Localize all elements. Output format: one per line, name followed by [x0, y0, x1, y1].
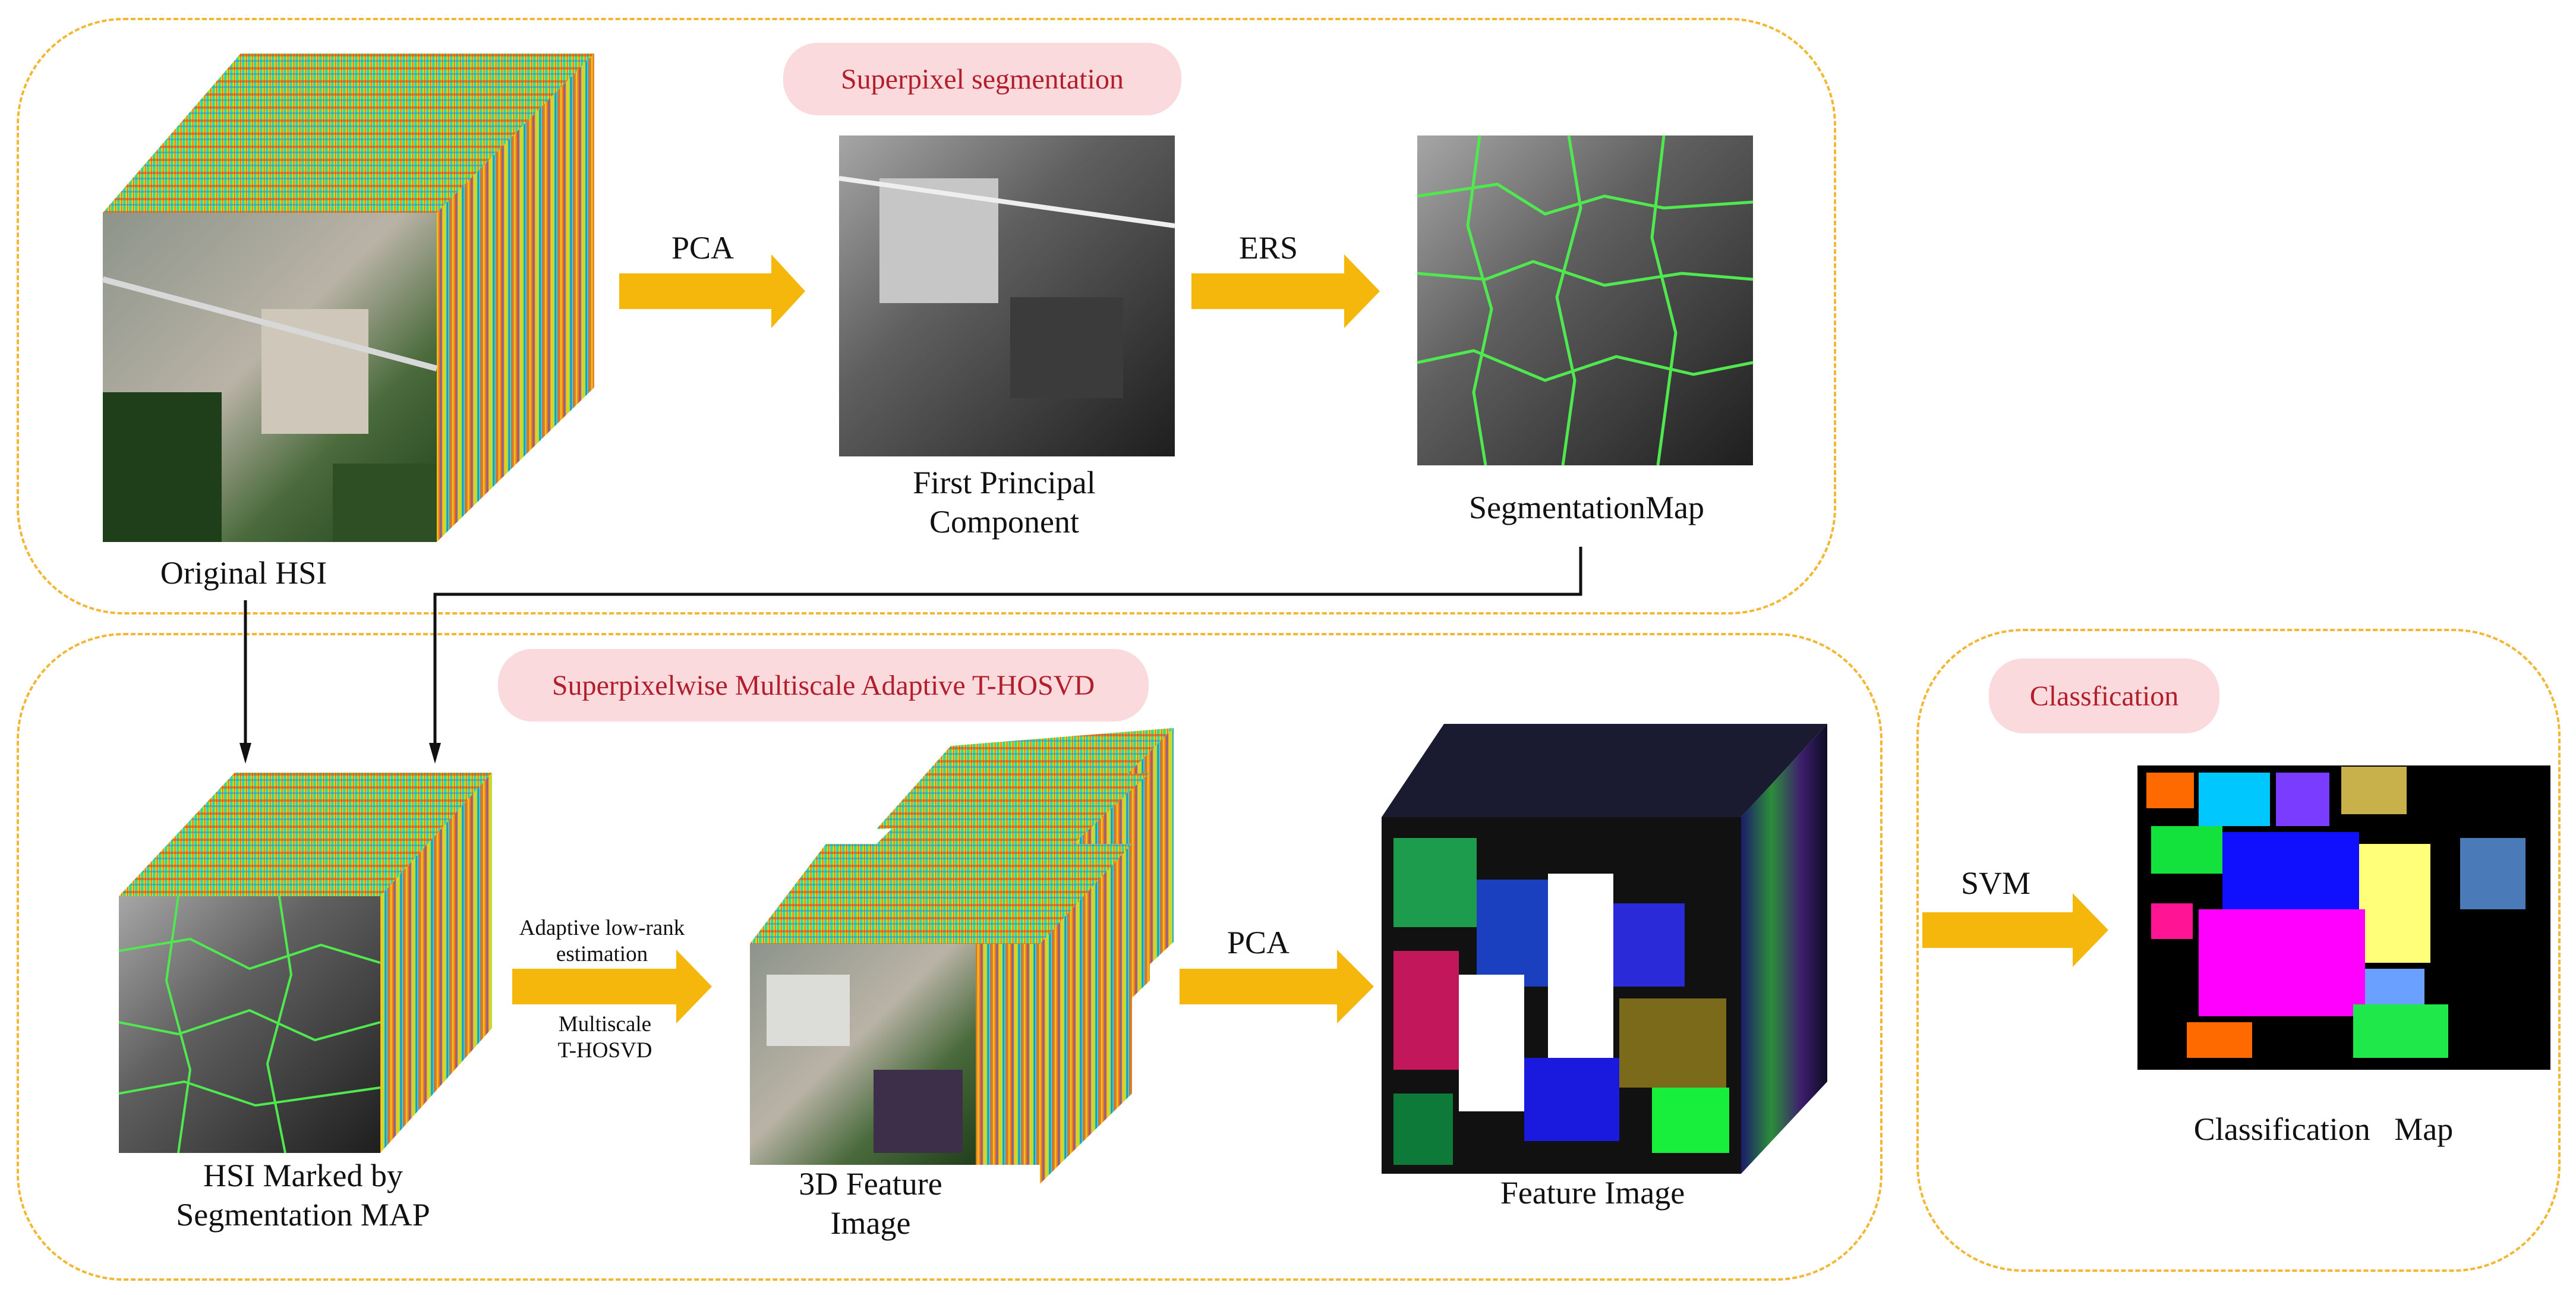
- panel-classification: [1916, 629, 2561, 1272]
- caption-3d-feature-image: 3D Feature Image: [746, 1165, 995, 1243]
- caption-first-principal-component: First Principal Component: [856, 464, 1153, 542]
- caption-3d-feature-line2: Image: [830, 1205, 911, 1241]
- classification-map-image: [2137, 765, 2550, 1070]
- label-adaptive-low-rank: Adaptive low-rank estimation: [498, 915, 706, 968]
- ers-arrow: [1191, 254, 1380, 328]
- hsi-marked-cube: [118, 773, 492, 1154]
- feature-image-cube: [1382, 724, 1827, 1174]
- label-multiscale-line2: T-HOSVD: [557, 1038, 652, 1063]
- first-principal-component-image: [838, 136, 1175, 456]
- label-ers: ERS: [1239, 230, 1298, 266]
- pill-superpixel-segmentation: Superpixel segmentation: [783, 43, 1181, 115]
- pill-classification: Classfication: [1989, 658, 2219, 733]
- pca-arrow-2: [1180, 950, 1374, 1023]
- caption-3d-feature-line1: 3D Feature: [799, 1166, 942, 1202]
- label-svm: SVM: [1961, 865, 2031, 901]
- caption-hsi-marked: HSI Marked by Segmentation MAP: [137, 1157, 469, 1235]
- original-hsi-cube: [102, 53, 594, 542]
- panel-multiscale-thosvd: [17, 633, 1883, 1281]
- caption-feature-image: Feature Image: [1500, 1175, 1685, 1211]
- pca-arrow-1: [619, 254, 805, 328]
- connector-lines: [244, 547, 1582, 746]
- label-pca-2: PCA: [1227, 925, 1290, 960]
- connector-arrowheads: [239, 743, 441, 764]
- caption-first-pc-line1: First Principal: [913, 465, 1096, 500]
- label-adaptive-line1: Adaptive low-rank: [519, 916, 685, 940]
- block-arrows: [512, 254, 2108, 1023]
- caption-classification-map: Classification Map: [2193, 1111, 2454, 1147]
- feature-3d-cube: [750, 728, 1174, 1184]
- segmentation-map-image: [1417, 135, 1754, 466]
- caption-segmentation-map: SegmentationMap: [1469, 490, 1704, 525]
- caption-hsi-marked-line1: HSI Marked by: [203, 1158, 403, 1193]
- caption-original-hsi: Original HSI: [160, 555, 327, 591]
- thosvd-arrow: [512, 950, 712, 1023]
- label-pca-1: PCA: [671, 230, 734, 266]
- panel-superpixel-segmentation: [17, 18, 1836, 615]
- label-multiscale-line1: Multiscale: [558, 1012, 652, 1036]
- svm-arrow: [1922, 893, 2108, 967]
- pill-multiscale-thosvd: Superpixelwise Multiscale Adaptive T-HOS…: [498, 649, 1149, 721]
- label-multiscale-thosvd: Multiscale T-HOSVD: [516, 1012, 694, 1064]
- caption-hsi-marked-line2: Segmentation MAP: [176, 1196, 430, 1233]
- caption-first-pc-line2: Component: [929, 503, 1079, 540]
- label-adaptive-line2: estimation: [556, 942, 648, 967]
